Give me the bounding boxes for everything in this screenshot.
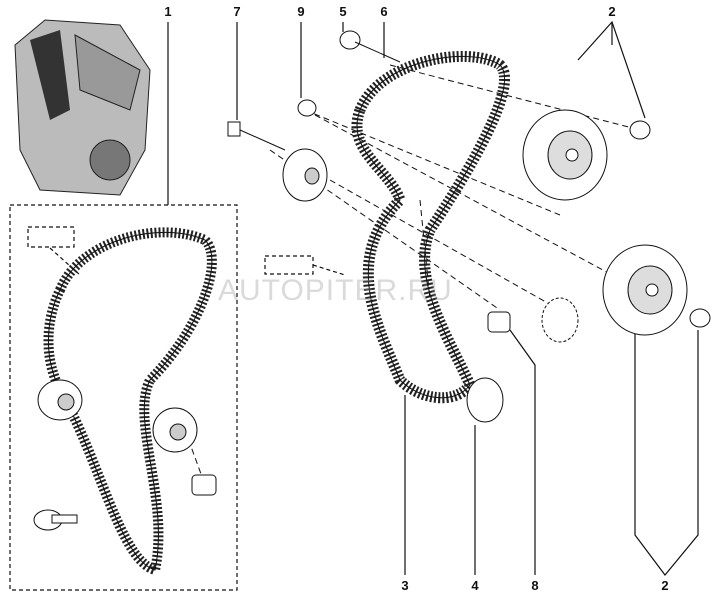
callout-5: 5 (339, 4, 347, 19)
callout-2-top: 2 (608, 4, 616, 19)
callout-7: 7 (233, 4, 241, 19)
watermark: AUTOPITER.RU (218, 274, 453, 307)
callout-3: 3 (401, 578, 409, 593)
kit-box (9, 204, 238, 591)
callout-8: 8 (531, 578, 539, 593)
main-timing-belt (351, 50, 510, 404)
leader-8 (509, 329, 536, 575)
kit-parts (33, 379, 217, 531)
callout-4: 4 (471, 578, 479, 593)
callout-6: 6 (380, 4, 388, 19)
callout-9: 9 (297, 4, 305, 19)
callout-2-bottom: 2 (661, 578, 669, 593)
main-parts (227, 30, 711, 423)
callout-1: 1 (164, 4, 172, 19)
engine-thumbnail (14, 19, 151, 196)
leader-2-bottom (634, 320, 699, 576)
